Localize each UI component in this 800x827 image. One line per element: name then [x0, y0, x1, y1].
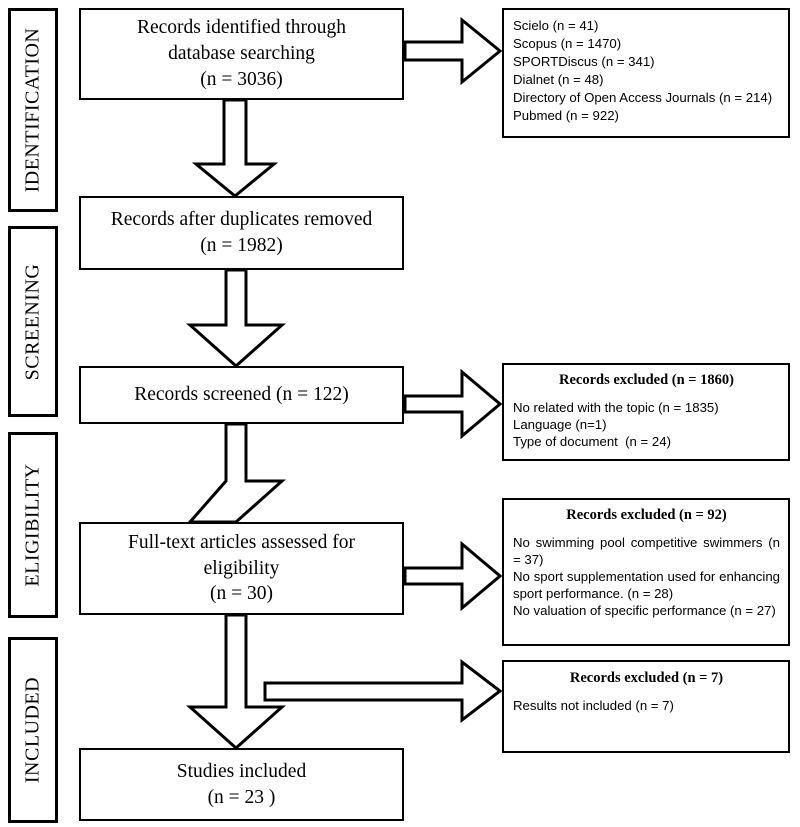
database-row: Dialnet (n = 48)	[513, 71, 604, 87]
excluded-header: Records excluded (n = 7)	[569, 670, 724, 686]
box-line: Records identified through	[136, 17, 347, 39]
box-line: database searching	[168, 43, 315, 65]
box-line: Records after duplicates removed	[110, 209, 373, 231]
stage-box-eligibility: ELIGIBILITY	[8, 432, 58, 618]
arrow-right-to-databases	[403, 16, 503, 86]
arrow-down-duplicates-to-screened	[186, 268, 286, 369]
database-row: Directory of Open Access Journals (n = 2…	[513, 89, 773, 105]
excluded-reason-row: No related with the topic (n = 1835)	[513, 399, 719, 415]
stage-label-included: INCLUDED	[21, 676, 44, 784]
database-row: Scopus (n = 1470)	[513, 35, 622, 51]
stage-label-identification: IDENTIFICATION	[21, 27, 44, 193]
excluded-reason-row: Type of document (n = 24)	[513, 434, 671, 450]
box-databases: Scielo (n = 41) Scopus (n = 1470) SPORTD…	[502, 8, 790, 138]
box-line: Full-text articles assessed for	[128, 531, 355, 553]
box-duplicates-removed: Records after duplicates removed (n = 19…	[79, 196, 404, 270]
database-row: Pubmed (n = 922)	[513, 107, 619, 123]
stage-box-screening: SCREENING	[8, 226, 58, 417]
box-studies-included: Studies included (n = 23 )	[79, 748, 404, 821]
box-line: (n = 30)	[210, 583, 273, 605]
box-line: (n = 23 )	[207, 786, 276, 808]
box-records-identified: Records identified through database sear…	[79, 8, 404, 100]
excluded-reason-row: No swimming pool competitive swimmers (n…	[513, 534, 780, 567]
box-line: (n = 1982)	[200, 235, 283, 256]
arrow-right-to-excluded-included	[263, 658, 503, 724]
stage-label-eligibility: ELIGIBILITY	[21, 463, 44, 587]
database-row: SPORTDiscus (n = 341)	[513, 53, 655, 69]
box-line: (n = 3036)	[200, 68, 283, 90]
box-line: eligibility	[203, 557, 280, 579]
arrow-down-screened-to-fulltext	[186, 422, 286, 524]
database-row: Scielo (n = 41)	[513, 18, 599, 33]
box-line: Records screened (n = 122)	[134, 384, 349, 406]
excluded-header: Records excluded (n = 92)	[566, 507, 727, 523]
stage-box-identification: IDENTIFICATION	[8, 8, 58, 212]
excluded-header: Records excluded (n = 1860)	[559, 372, 734, 388]
stage-label-screening: SCREENING	[21, 263, 44, 380]
arrow-down-fulltext-to-included	[186, 613, 286, 751]
box-excluded-included: Records excluded (n = 7) Results not inc…	[502, 660, 790, 753]
box-fulltext-assessed: Full-text articles assessed for eligibil…	[79, 522, 404, 615]
box-records-screened: Records screened (n = 122)	[79, 366, 404, 424]
excluded-reason-row: No valuation of specific performance (n …	[513, 603, 776, 619]
box-excluded-eligibility: Records excluded (n = 92) No swimming po…	[502, 498, 790, 646]
excluded-reason-row: No sport supplementation used for enhanc…	[513, 569, 780, 602]
arrow-down-identification-to-duplicates	[191, 98, 279, 198]
excluded-reason-row: Results not included (n = 7)	[513, 697, 674, 713]
arrow-right-to-excluded-screening	[403, 368, 503, 440]
box-excluded-screening: Records excluded (n = 1860) No related w…	[502, 363, 790, 461]
stage-box-included: INCLUDED	[8, 637, 58, 823]
excluded-reason-row: Language (n=1)	[513, 417, 607, 432]
box-line: Studies included	[176, 760, 307, 782]
arrow-right-to-excluded-eligibility	[403, 540, 503, 612]
